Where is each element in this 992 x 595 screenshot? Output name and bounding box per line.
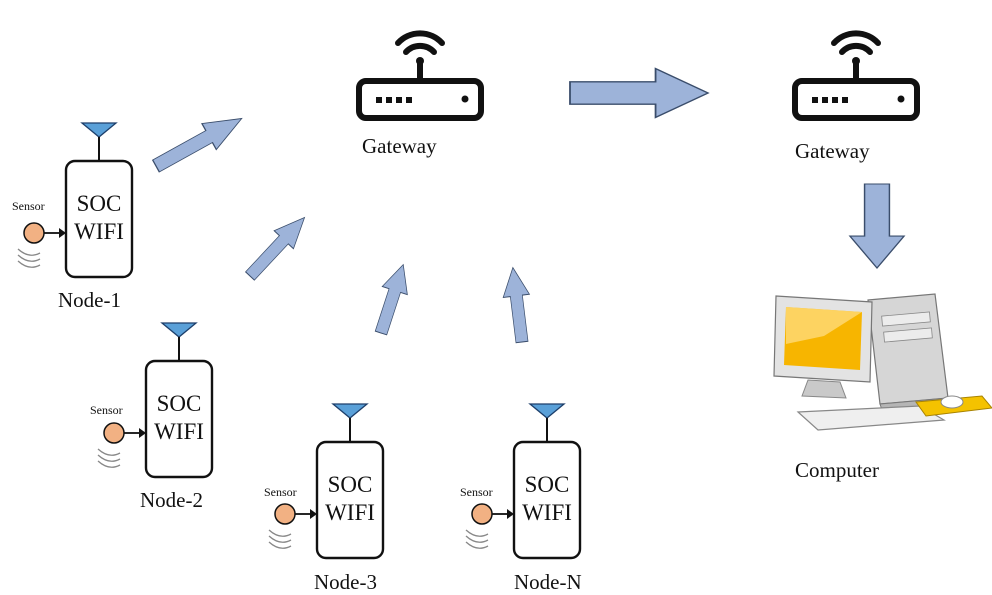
node-2-soc-label: SOC WIFI	[146, 390, 212, 445]
node-n-soc-label: SOC WIFI	[514, 471, 580, 526]
computer-label: Computer	[795, 458, 879, 482]
gateway-left-router-icon	[359, 33, 481, 118]
gateway-right-router-icon	[795, 33, 917, 118]
node-3-chip-line2: WIFI	[325, 499, 375, 525]
arrow-node3-to-gateway	[367, 259, 417, 338]
computer-icon	[773, 293, 992, 431]
node-3-label: Node-3	[314, 570, 377, 594]
arrow-node1-to-gateway	[148, 104, 250, 180]
arrow-node2-to-gateway	[239, 208, 315, 286]
arrow-gateway-to-gateway	[569, 67, 709, 119]
arrow-nodeN-to-gateway	[499, 265, 536, 345]
node-2-chip-line2: WIFI	[154, 418, 204, 444]
node-n-chip-line2: WIFI	[522, 499, 572, 525]
node-2-label: Node-2	[140, 488, 203, 512]
node-1-label: Node-1	[58, 288, 121, 312]
node-n-label: Node-N	[514, 570, 582, 594]
node-1-soc-label: SOC WIFI	[66, 190, 132, 245]
arrow-gateway-to-computer	[849, 183, 905, 269]
node-2-sensor-label: Sensor	[90, 403, 123, 417]
node-3-sensor-label: Sensor	[264, 485, 297, 499]
node-3-soc-label: SOC WIFI	[317, 471, 383, 526]
node-1-chip-line2: WIFI	[74, 218, 124, 244]
node-3-chip-line1: SOC	[327, 472, 373, 497]
gateway-right-label: Gateway	[795, 139, 870, 163]
node-1-chip-line1: SOC	[76, 191, 122, 216]
node-n-sensor-label: Sensor	[460, 485, 493, 499]
node-2-chip-line1: SOC	[156, 391, 202, 416]
gateway-left-label: Gateway	[362, 134, 437, 158]
node-1-sensor-label: Sensor	[12, 199, 45, 213]
node-n-chip-line1: SOC	[524, 472, 570, 497]
